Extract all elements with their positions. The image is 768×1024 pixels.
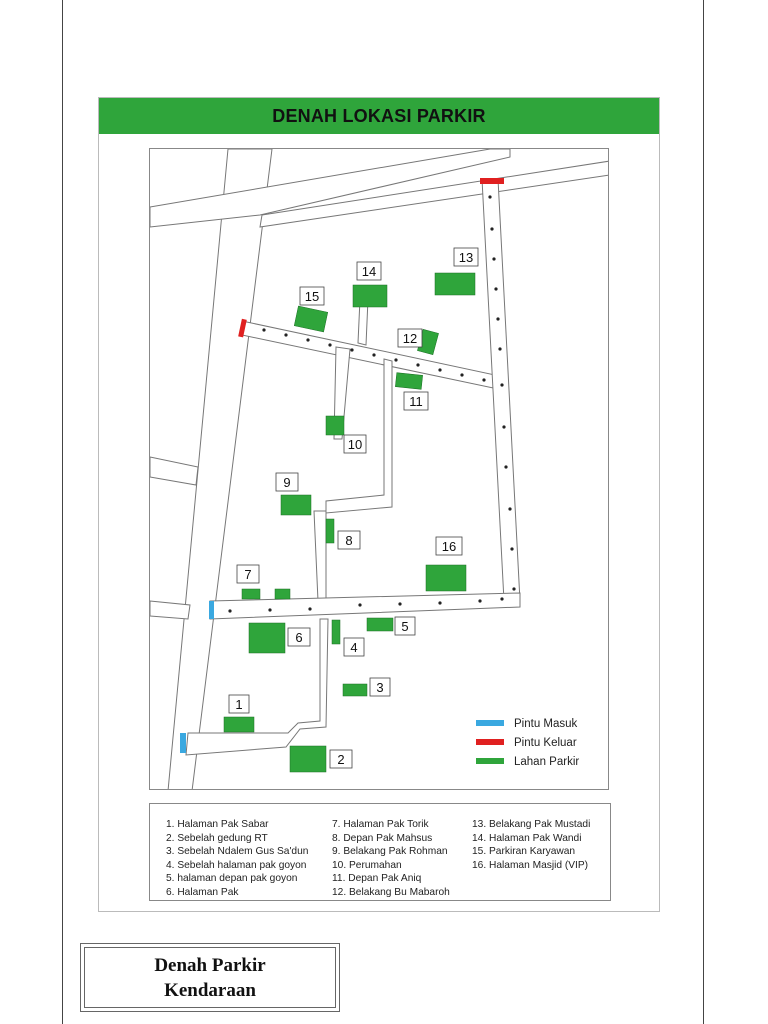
parking-lot-6 [248, 622, 286, 654]
lot-legend: 1. Halaman Pak Sabar 2. Sebelah gedung R… [149, 803, 611, 901]
parking-lot-2 [289, 745, 327, 773]
map-sheet: DENAH LOKASI PARKIR [98, 97, 660, 912]
legend-column-1: 1. Halaman Pak Sabar 2. Sebelah gedung R… [166, 818, 308, 899]
lot-label-4: 4 [350, 640, 357, 655]
west-road-1 [150, 456, 199, 486]
label-box-14 [356, 261, 382, 281]
label-box-12 [397, 328, 423, 348]
label-box-16 [435, 536, 463, 556]
parking-lot-4 [331, 619, 341, 645]
page-border [62, 0, 704, 1024]
label-box-2 [329, 749, 353, 769]
label-box-11 [403, 391, 429, 411]
parking-lot-13 [434, 272, 476, 296]
legend-item: 5. halaman depan pak goyon [166, 873, 298, 884]
lot-label-11: 11 [409, 394, 423, 409]
label-box-8 [337, 530, 361, 550]
caption-box: Denah Parkir Kendaraan [80, 943, 340, 1012]
exit-gate-top [480, 178, 504, 184]
parking-lot-9 [280, 494, 312, 516]
top-road [150, 149, 511, 228]
map-title: DENAH LOKASI PARKIR [272, 105, 486, 126]
lot-label-12: 12 [403, 331, 417, 346]
legend-item: 14. Halaman Pak Wandi [472, 832, 582, 844]
upper-cross-road [241, 320, 499, 390]
label-box-13 [453, 247, 479, 267]
label-box-7 [236, 564, 260, 584]
legend-column-3: 13. Belakang Pak Mustadi 14. Halaman Pak… [472, 818, 590, 872]
direction-arrows [228, 195, 516, 613]
label-box-5 [394, 616, 416, 636]
label-box-4 [343, 637, 365, 657]
legend-item: 6. Halaman Pak [166, 886, 239, 898]
entrance-gate-bottom [180, 733, 186, 753]
label-box-3 [369, 677, 391, 697]
exit-gate-left [238, 318, 247, 338]
parking-lot-3 [342, 683, 368, 697]
label-box-15 [299, 286, 325, 306]
legend-item: 8. Depan Pak Mahsus [332, 832, 433, 844]
parking-map-svg: 1 2 3 4 5 6 7 8 9 10 11 12 13 14 15 16 P… [150, 149, 608, 789]
legend-item: 10. Perumahan [332, 859, 402, 871]
lot-label-5: 5 [401, 619, 408, 634]
parking-lot-11 [395, 372, 423, 390]
lot-label-9: 9 [283, 475, 290, 490]
legend-item: 7. Halaman Pak Torik [332, 819, 429, 830]
lot-label-10: 10 [348, 437, 362, 452]
lot-label-16: 16 [442, 539, 456, 554]
lot-label-6: 6 [295, 630, 302, 645]
legend-item: 12. Belakang Bu Mabaroh [332, 886, 450, 898]
lot-label-14: 14 [362, 264, 376, 279]
key-exit-label: Pintu Keluar [514, 737, 577, 749]
title-bar: DENAH LOKASI PARKIR [99, 98, 659, 134]
lot-label-2: 2 [337, 752, 344, 767]
parking-lot-10 [325, 415, 345, 436]
legend-item: 11. Depan Pak Aniq [332, 873, 422, 884]
parking-map: 1 2 3 4 5 6 7 8 9 10 11 12 13 14 15 16 P… [149, 148, 609, 790]
legend-item: 9. Belakang Pak Rohman [332, 846, 448, 857]
key-entrance-label: Pintu Masuk [514, 718, 578, 730]
parking-lot-7b [274, 588, 291, 600]
lot-label-7: 7 [244, 567, 251, 582]
parking-lot-14 [352, 284, 388, 308]
parking-lot-5 [366, 617, 394, 632]
main-road [167, 149, 273, 789]
west-road-2 [150, 600, 191, 620]
parking-lot-15 [293, 305, 329, 333]
legend-item: 15. Parkiran Karyawan [472, 846, 576, 857]
legend-item: 2. Sebelah gedung RT [166, 832, 268, 844]
inner-road [313, 510, 327, 602]
lot-label-3: 3 [376, 680, 383, 695]
map-key: Pintu Masuk Pintu Keluar Lahan Parkir [476, 718, 579, 768]
key-parking-label: Lahan Parkir [514, 756, 579, 768]
parking-lot-1 [223, 716, 255, 733]
lot-label-1: 1 [235, 697, 242, 712]
legend-item: 1. Halaman Pak Sabar [166, 819, 269, 830]
entrance-gate-middle [209, 601, 214, 619]
parking-lot-7a [241, 588, 261, 600]
key-swatch-parking [476, 758, 504, 764]
caption-line-1: Denah Parkir [154, 954, 266, 976]
legend-item: 3. Sebelah Ndalem Gus Sa'dun [166, 846, 309, 857]
key-swatch-exit [476, 739, 504, 745]
label-box-9 [275, 472, 299, 492]
label-box-6 [287, 627, 311, 647]
label-box-1 [228, 694, 250, 714]
legend-item: 16. Halaman Masjid (VIP) [472, 859, 589, 871]
legend-item: 13. Belakang Pak Mustadi [472, 819, 591, 830]
lot-label-8: 8 [345, 533, 352, 548]
parking-lot-8 [325, 518, 335, 544]
key-swatch-entrance [476, 720, 504, 726]
south-road [185, 618, 329, 756]
legend-column-2: 7. Halaman Pak Torik 8. Depan Pak Mahsus… [332, 818, 450, 899]
label-box-10 [343, 434, 367, 454]
legend-item: 4. Sebelah halaman pak goyon [166, 859, 307, 871]
caption-line-2: Kendaraan [164, 979, 256, 1001]
east-road [481, 178, 521, 602]
caption-inner: Denah Parkir Kendaraan [84, 947, 336, 1008]
lot-label-13: 13 [459, 250, 473, 265]
parking-lot-16 [425, 564, 467, 592]
lot-label-15: 15 [305, 289, 319, 304]
